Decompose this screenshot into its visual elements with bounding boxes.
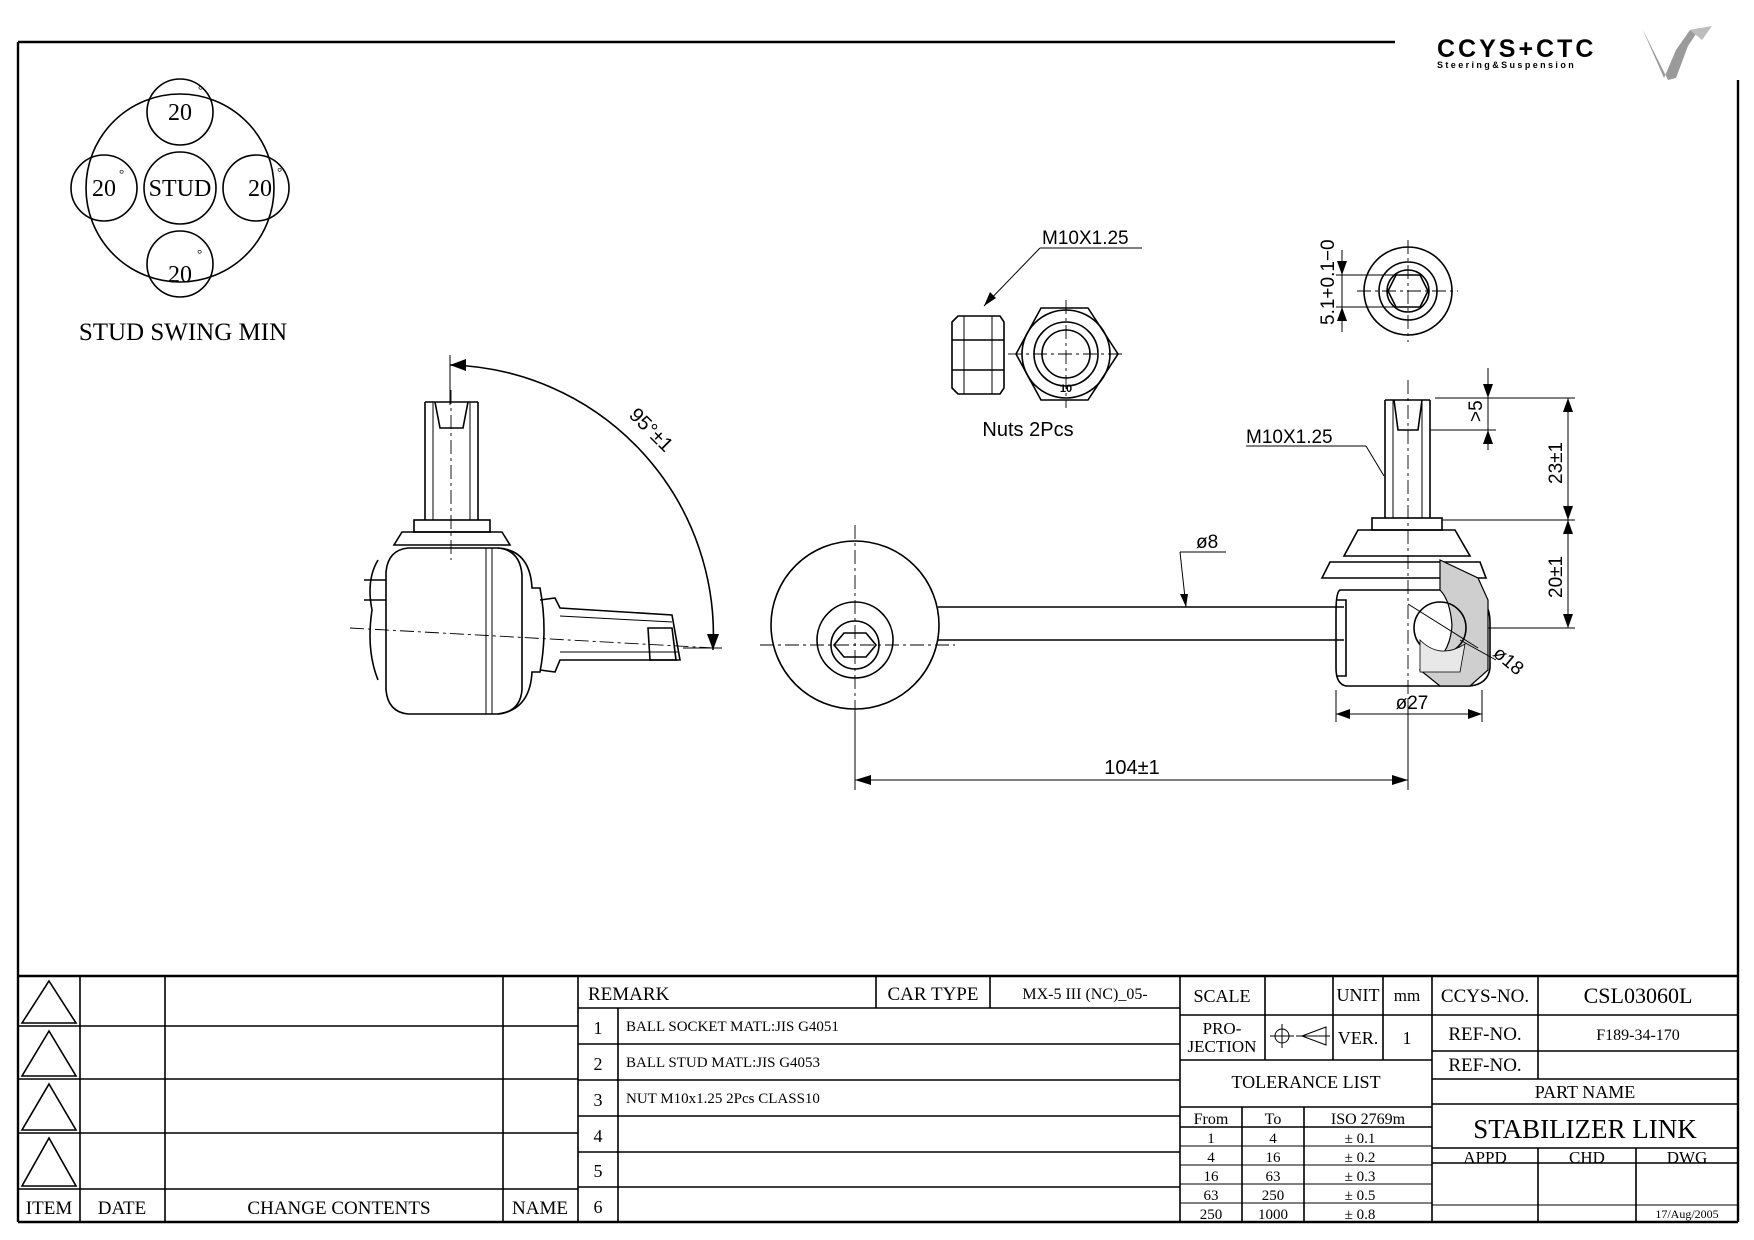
ccys-no-value: CSL03060L — [1584, 983, 1693, 1008]
remark-1-text: BALL SOCKET MATL:JIS G4051 — [626, 1019, 839, 1035]
dwg-label: DWG — [1667, 1148, 1708, 1167]
tol-row-5-to: 1000 — [1258, 1207, 1288, 1223]
overall-length-dimension: 104±1 — [854, 700, 1409, 790]
right-ball-joint: M10X1.25 ø18 >5 23±1 20±1 — [1246, 368, 1575, 722]
appd-label: APPD — [1463, 1148, 1506, 1167]
projection-label-2: JECTION — [1188, 1037, 1257, 1056]
tol-row-2-value: ± 0.2 — [1345, 1150, 1376, 1166]
nut-thread-label: M10X1.25 — [1042, 228, 1129, 249]
remark-6-no: 6 — [594, 1197, 603, 1217]
remark-2-text: BALL STUD MATL:JIS G4053 — [626, 1055, 820, 1071]
scale-label: SCALE — [1193, 986, 1250, 1006]
stud-thread-label: M10X1.25 — [1246, 427, 1333, 448]
nut-class-mark: 10 — [1060, 383, 1072, 395]
remark-3-no: 3 — [594, 1090, 603, 1110]
projection-label-1: PRO- — [1203, 1019, 1242, 1038]
logo-tagline: Steering&Suspension — [1437, 60, 1576, 70]
tolerance-title: TOLERANCE LIST — [1231, 1072, 1380, 1092]
tol-row-4-from: 63 — [1204, 1188, 1219, 1204]
degree-mark-left: ° — [119, 166, 124, 181]
body-diameter-label: ø27 — [1396, 693, 1429, 714]
drawing-date: 17/Aug/2005 — [1655, 1207, 1718, 1221]
degree-mark-top: ° — [198, 82, 203, 97]
tol-from-header: From — [1194, 1111, 1229, 1128]
tol-iso-header: ISO 2769m — [1331, 1111, 1406, 1128]
car-type-value: MX-5 III (NC)_05- — [1022, 986, 1147, 1003]
unit-label: UNIT — [1337, 985, 1380, 1005]
rev-change-header: CHANGE CONTENTS — [247, 1198, 430, 1219]
remark-5-no: 5 — [594, 1161, 603, 1181]
hex-socket-detail: 5.1+0.1−0 — [1318, 239, 1458, 342]
tol-row-3-from: 16 — [1204, 1169, 1220, 1185]
remark-3-text: NUT M10x1.25 2Pcs CLASS10 — [626, 1091, 820, 1107]
ball-diameter-label: ø18 — [1489, 643, 1528, 680]
part-name-label: PART NAME — [1535, 1082, 1635, 1102]
ref-no2-label: REF-NO. — [1448, 1055, 1521, 1076]
stud-center-label: STUD — [149, 176, 212, 202]
rev-date-header: DATE — [98, 1198, 147, 1219]
tol-row-4-to: 250 — [1262, 1188, 1285, 1204]
rev-item-header: ITEM — [26, 1198, 73, 1219]
ref-no-value: F189-34-170 — [1596, 1027, 1680, 1044]
logo-brand: CCYS+CTC — [1437, 35, 1596, 63]
remark-label: REMARK — [588, 984, 670, 1005]
swing-angle-left: 20 — [92, 176, 116, 202]
body-height-dimension: 20±1 — [1546, 556, 1567, 598]
tol-to-header: To — [1265, 1111, 1282, 1128]
remark-2-no: 2 — [594, 1054, 603, 1074]
stud-swing-caption: STUD SWING MIN — [79, 319, 287, 346]
swing-angle-bottom: 20 — [168, 262, 192, 288]
swing-angle-dimension: 95°±1 — [624, 404, 677, 457]
car-type-label: CAR TYPE — [888, 984, 979, 1005]
length-dimension-label: 104±1 — [1104, 757, 1159, 779]
tol-row-2-from: 4 — [1207, 1150, 1215, 1166]
unit-value: mm — [1394, 986, 1420, 1005]
stud-height-dimension: 23±1 — [1546, 442, 1567, 484]
tol-row-3-to: 63 — [1266, 1169, 1281, 1185]
tol-row-5-value: ± 0.8 — [1345, 1207, 1376, 1223]
left-side-view: 95°±1 — [349, 355, 722, 715]
nut-caption: Nuts 2Pcs — [982, 419, 1073, 441]
tol-row-1-value: ± 0.1 — [1345, 1131, 1376, 1147]
hex-socket-dimension: 5.1+0.1−0 — [1318, 239, 1339, 325]
part-name-value: STABILIZER LINK — [1473, 1114, 1697, 1144]
remark-4-no: 4 — [594, 1126, 603, 1146]
logo-mark-icon — [1642, 28, 1700, 80]
rev-name-header: NAME — [512, 1198, 568, 1219]
stud-swing-diagram: STUD 20 20 20 20 ° ° ° ° STUD SWING MIN — [70, 78, 290, 346]
tol-row-3-value: ± 0.3 — [1345, 1169, 1376, 1185]
ver-label: VER. — [1338, 1028, 1379, 1048]
rod-diameter-label: ø8 — [1196, 532, 1218, 553]
third-angle-projection-icon — [1270, 1024, 1330, 1048]
degree-mark-bottom: ° — [197, 246, 202, 261]
tol-row-1-to: 4 — [1269, 1131, 1277, 1147]
ref-no-label: REF-NO. — [1448, 1024, 1521, 1045]
chd-label: CHD — [1569, 1148, 1605, 1167]
degree-mark-right: ° — [277, 164, 282, 179]
title-block: ITEM DATE CHANGE CONTENTS NAME REMARK CA… — [18, 974, 1738, 1223]
remark-1-no: 1 — [594, 1018, 603, 1038]
ccys-no-label: CCYS-NO. — [1441, 986, 1529, 1007]
tol-row-4-value: ± 0.5 — [1345, 1188, 1376, 1204]
nut-detail: M10X1.25 10 Nuts 2Pcs — [951, 228, 1142, 441]
link-body: ø8 — [760, 525, 1344, 725]
swing-angle-right: 20 — [248, 176, 272, 202]
swing-angle-top: 20 — [168, 100, 192, 126]
tol-row-5-from: 250 — [1200, 1207, 1223, 1223]
thread-depth-label: >5 — [1466, 400, 1487, 422]
tol-row-2-to: 16 — [1266, 1150, 1282, 1166]
company-logo: CCYS+CTC Steering&Suspension — [1437, 26, 1712, 80]
ver-value: 1 — [1403, 1028, 1412, 1048]
tol-row-1-from: 1 — [1207, 1131, 1215, 1147]
